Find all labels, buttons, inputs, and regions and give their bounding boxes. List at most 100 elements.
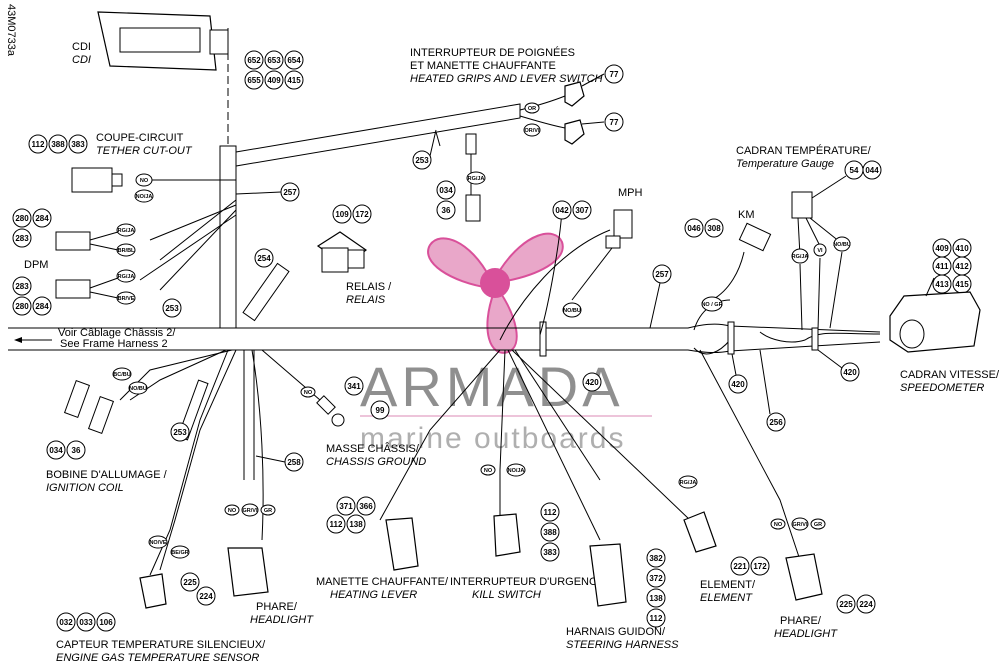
wire-tag: NO <box>304 390 313 396</box>
ref-bubble: 253 <box>173 428 187 437</box>
ref-bubble: 138 <box>349 520 363 529</box>
dpm-connectors: DPM 280 284 283 283 280 284 RG/JA BR/BL … <box>12 208 136 316</box>
temp-sensor-fr: CAPTEUR TEMPERATURE SILENCIEUX/ <box>56 639 266 651</box>
headlight-connector-icon <box>227 547 269 597</box>
ref-bubble: 224 <box>199 592 213 601</box>
ref-bubble: 034 <box>49 446 63 455</box>
ref-bubble: 420 <box>585 378 599 387</box>
steering-harness-fr: HARNAIS GUIDON/ <box>566 626 666 638</box>
speedometer-en: SPEEDOMETER <box>900 382 984 394</box>
wire-tag: BR/VE <box>118 296 135 302</box>
ref-bubble: 257 <box>283 188 297 197</box>
relay-label-fr: RELAIS / <box>346 281 392 293</box>
ref-bubble: 284 <box>35 302 49 311</box>
gauge-connector-icon <box>791 191 813 219</box>
temp-gauge-fr: CADRAN TEMPÉRATURE/ <box>736 144 872 157</box>
ref-bubble: 221 <box>733 562 747 571</box>
steering-harness-en: STEERING HARNESS <box>566 639 679 651</box>
ref-bubble: 99 <box>376 406 385 415</box>
ignition-coil: BC/BU NO/BU 034 36 BOBINE D'ALLUMAGE / I… <box>46 367 168 494</box>
frame-note-en: See Frame Harness 2 <box>60 338 168 350</box>
wire-tag: OR <box>528 106 536 112</box>
ref-bubble: 654 <box>287 56 301 65</box>
wire-tag: NO/JA <box>136 194 153 200</box>
ref-bubble: 371 <box>339 502 353 511</box>
wire-tag: BE/GR <box>171 550 188 556</box>
ref-bubble: 307 <box>575 206 589 215</box>
tether-connector-icon <box>71 167 113 193</box>
propeller-logo <box>427 232 564 354</box>
ref-bubble: 172 <box>753 562 767 571</box>
relay-label-en: RELAIS <box>346 294 386 306</box>
ref-bubble: 112 <box>32 140 45 149</box>
headlight-right-en: HEADLIGHT <box>774 628 838 640</box>
wire-tag: NO/VE <box>149 540 166 546</box>
spade-connector-icon <box>564 119 585 145</box>
wire-tag: VI <box>817 248 823 254</box>
ref-bubble: 253 <box>165 304 179 313</box>
ref-bubble: 388 <box>543 528 557 537</box>
speedometer-fr: CADRAN VITESSE/ <box>900 369 1000 381</box>
headlight-left-fr: PHARE/ <box>256 601 298 613</box>
dpm-connector-icon <box>55 279 91 299</box>
ref-bubble: 77 <box>610 118 619 127</box>
watermark-brand: ARMADA <box>360 355 624 418</box>
ref-bubble: 042 <box>555 206 569 215</box>
ref-bubble: 280 <box>15 214 29 223</box>
headlight-right: NO GR/VI GR 225 224 PHARE/ HEADLIGHT <box>770 517 876 640</box>
wire-tag: NO/BU <box>833 242 851 248</box>
tether-label-en: TETHER CUT-OUT <box>96 145 193 157</box>
heating-lever-en: HEATING LEVER <box>330 589 417 601</box>
spade-connector-icon <box>564 81 585 107</box>
mph-connector-icon <box>613 209 633 239</box>
ref-bubble: 341 <box>347 382 361 391</box>
headlight-left-en: HEADLIGHT <box>250 614 314 626</box>
ref-bubble: 254 <box>257 254 271 263</box>
ref-bubble: 655 <box>247 76 261 85</box>
ref-bubble: 032 <box>59 618 73 627</box>
ref-bubble: 257 <box>655 270 669 279</box>
ref-bubble: 411 <box>936 262 949 271</box>
wire-tag: BC/BU <box>113 372 130 378</box>
chassis-ground: NO 341 99 MASSE CHÂSSIS/ CHASSIS GROUND <box>300 376 426 468</box>
ref-bubble: 225 <box>839 600 853 609</box>
wire-tag: NO/BU <box>563 308 581 314</box>
element-fr: ELEMENT/ <box>700 579 756 591</box>
headlight-connector-icon <box>785 553 823 601</box>
ref-bubble: 256 <box>769 418 783 427</box>
ref-bubble: 410 <box>955 244 969 253</box>
ref-bubble: 409 <box>935 244 949 253</box>
wire-tag: NO <box>774 522 783 528</box>
ref-bubble: 109 <box>335 210 349 219</box>
ref-bubble: 653 <box>267 56 281 65</box>
kill-switch-en: KILL SWITCH <box>472 589 541 601</box>
ref-bubble: 283 <box>15 282 29 291</box>
heating-lever: 371 366 112 138 MANETTE CHAUFFANTE/ HEAT… <box>316 496 449 601</box>
element-en: ELEMENT <box>700 592 753 604</box>
dpm-connector-icon <box>55 231 91 251</box>
cdi-refs: 652 653 654 655 409 415 <box>244 50 304 90</box>
frame-harness-note: Voir Câblage Châssis 2/ See Frame Harnes… <box>14 327 176 350</box>
temp-gauge-en: Temperature Gauge <box>736 158 834 170</box>
bullet-connector-icon <box>465 194 481 222</box>
coil-connector-icon <box>87 395 115 435</box>
steering-harness: 382 372 138 112 HARNAIS GUIDON/ STEERING… <box>566 543 679 651</box>
wire-tag: RG/JA <box>118 274 135 280</box>
steering-connector-icon <box>589 543 627 607</box>
chassis-ground-en: CHASSIS GROUND <box>326 456 426 468</box>
headlight-left: NO GR/VI GR 225 224 PHARE/ HEADLIGHT <box>180 503 314 626</box>
ref-bubble: 172 <box>355 210 369 219</box>
temp-sensor-en: ENGINE GAS TEMPERATURE SENSOR <box>56 652 259 664</box>
heated-grips-en: HEATED GRIPS AND LEVER SWITCH <box>410 73 603 85</box>
heated-grips-fr2: ET MANETTE CHAUFFANTE <box>410 60 556 72</box>
speedometer: 409 410 411 412 413 415 CADRAN VITESSE/ … <box>889 238 1000 394</box>
wire-tag: GR/VI <box>793 522 808 528</box>
wire-tag: NO <box>140 178 149 184</box>
km-connector-icon <box>738 222 772 252</box>
armada-watermark: ARMADA marine outboards <box>360 232 652 455</box>
ref-bubble: 415 <box>955 280 969 289</box>
ref-bubble: 044 <box>865 166 879 175</box>
ref-bubble: 280 <box>15 302 29 311</box>
dpm-label: DPM <box>24 259 48 271</box>
